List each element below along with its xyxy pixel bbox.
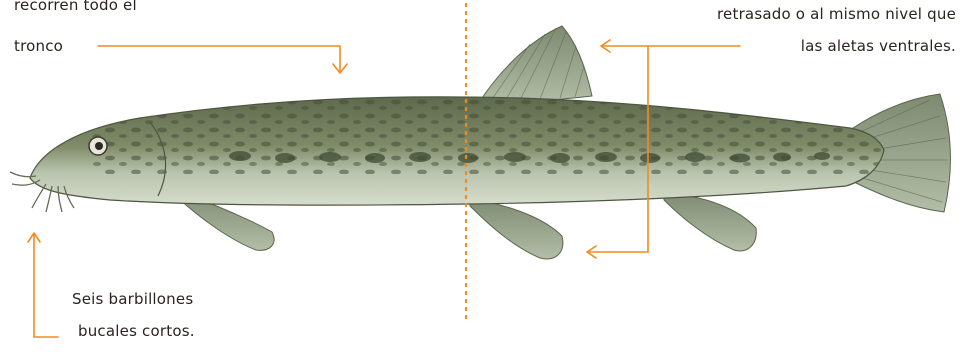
- barbel-label-line2: bucales cortos.: [78, 322, 195, 340]
- trunk-label-line2: tronco: [14, 37, 63, 55]
- trunk-leader-line: [98, 46, 340, 72]
- barbel-label-line1: Seis barbillones: [72, 290, 193, 308]
- dorsal-label-line2: las aletas ventrales.: [801, 37, 956, 55]
- anal-fin: [664, 192, 756, 251]
- dorsal-fin: [478, 26, 592, 104]
- body-mottling: [90, 96, 890, 174]
- dorsal-label-line1: retrasado o al mismo nivel que: [717, 5, 956, 23]
- ventral-fin: [470, 198, 563, 259]
- barbel-leader-line: [34, 234, 58, 337]
- trunk-label-line1: recorren todo el: [14, 0, 137, 14]
